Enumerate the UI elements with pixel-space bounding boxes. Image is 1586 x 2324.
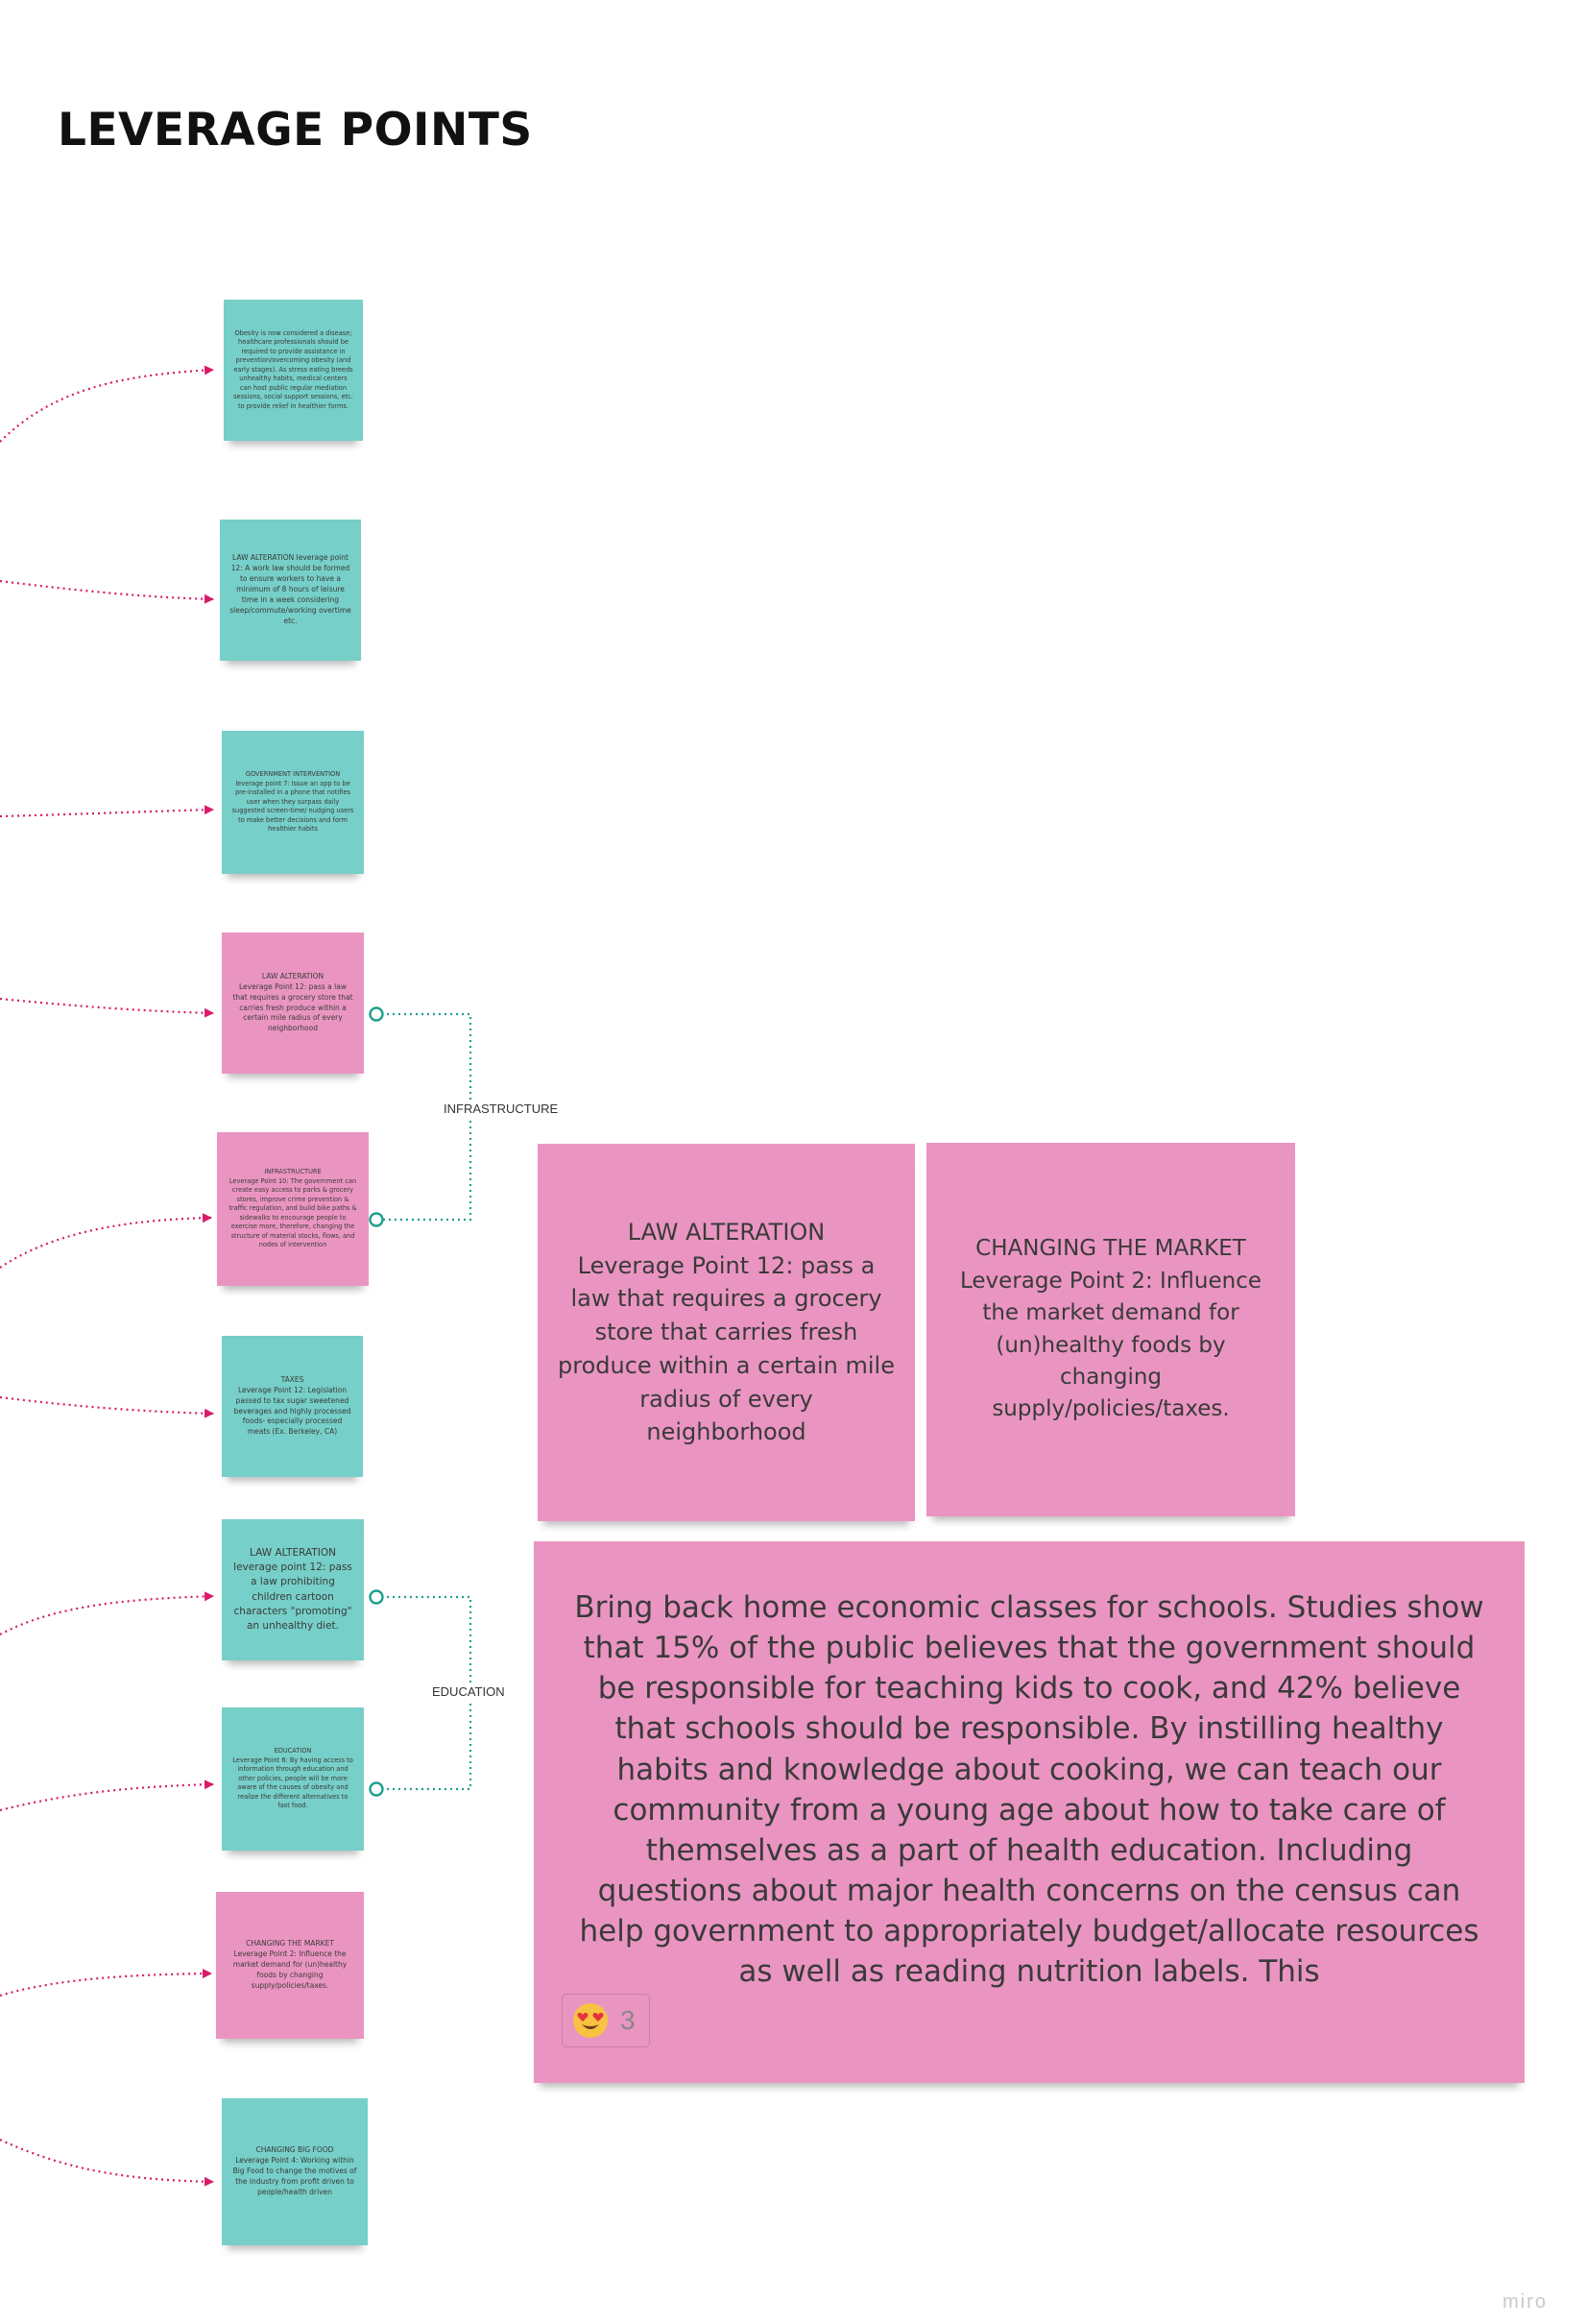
sticky-note-text: LAW ALTERATION leverage point 12: pass a… <box>233 1546 352 1632</box>
arrow-to-note-9 <box>0 1969 212 1997</box>
infrastructure-group-label: INFRASTRUCTURE <box>442 1100 561 1118</box>
sticky-note-work-law[interactable]: LAW ALTERATION leverage point 12: A work… <box>220 520 361 661</box>
sticky-note-text: CHANGING THE MARKET Leverage Point 2: In… <box>232 1939 348 1990</box>
sticky-note-text: Obesity is now considered a disease; hea… <box>233 328 353 410</box>
sticky-note-education[interactable]: EDUCATION Leverage Point 6: By having ac… <box>222 1707 364 1851</box>
incoming-arrows <box>0 365 214 2187</box>
sticky-note-text: INFRASTRUCTURE Leverage Point 10: The go… <box>228 1168 357 1249</box>
sticky-note-big-food[interactable]: CHANGING BIG FOOD Leverage Point 4: Work… <box>222 2098 368 2245</box>
sticky-note-text: GOVERNMENT INTERVENTION leverage point 7… <box>231 770 354 834</box>
page-title: LEVERAGE POINTS <box>58 104 533 157</box>
sticky-note-taxes[interactable]: TAXES Leverage Point 12: Legislation pas… <box>222 1336 363 1477</box>
arrow-to-note-8 <box>0 1779 214 1812</box>
arrow-to-note-6 <box>0 1395 214 1418</box>
large-note-law-alteration[interactable]: LAW ALTERATION Leverage Point 12: pass a… <box>538 1144 915 1521</box>
endpoint-circle <box>369 1589 384 1605</box>
arrow-to-note-7 <box>0 1591 214 1635</box>
sticky-note-text: LAW ALTERATION leverage point 12: A work… <box>229 553 351 625</box>
sticky-note-text: CHANGING BIG FOOD Leverage Point 4: Work… <box>232 2145 357 2196</box>
arrow-to-note-4 <box>0 997 214 1018</box>
sticky-note-changing-market[interactable]: CHANGING THE MARKET Leverage Point 2: In… <box>216 1892 364 2039</box>
endpoint-circle <box>369 1006 384 1022</box>
sticky-note-text: Bring back home economic classes for sch… <box>574 1590 1484 1990</box>
arrow-to-note-10 <box>0 2139 214 2187</box>
sticky-note-infrastructure[interactable]: INFRASTRUCTURE Leverage Point 10: The go… <box>217 1132 369 1286</box>
reaction-badge[interactable]: 3 <box>562 1994 650 2047</box>
sticky-note-healthcare[interactable]: Obesity is now considered a disease; hea… <box>224 300 363 441</box>
sticky-note-grocery-law[interactable]: LAW ALTERATION Leverage Point 12: pass a… <box>222 932 364 1074</box>
large-note-changing-market[interactable]: CHANGING THE MARKET Leverage Point 2: In… <box>926 1143 1295 1516</box>
heart-eyes-emoji-icon <box>572 2002 609 2039</box>
sticky-note-cartoon-law[interactable]: LAW ALTERATION leverage point 12: pass a… <box>222 1519 364 1660</box>
arrow-to-note-1 <box>0 365 214 443</box>
sticky-note-text: TAXES Leverage Point 12: Legislation pas… <box>233 1374 351 1437</box>
connector-endpoints <box>369 1006 384 1797</box>
sticky-note-text: LAW ALTERATION Leverage Point 12: pass a… <box>558 1218 895 1446</box>
arrow-to-note-3 <box>0 805 214 818</box>
sticky-note-government-intervention[interactable]: GOVERNMENT INTERVENTION leverage point 7… <box>222 731 364 874</box>
reaction-count: 3 <box>620 2005 636 2035</box>
endpoint-circle <box>369 1212 384 1227</box>
education-group-label: EDUCATION <box>430 1682 507 1701</box>
arrow-to-note-2 <box>0 579 214 604</box>
miro-logo: miro <box>1502 2291 1548 2312</box>
group-connectors <box>381 1012 472 1791</box>
endpoint-circle <box>369 1781 384 1797</box>
arrow-to-note-5 <box>0 1213 212 1269</box>
large-note-home-economics[interactable]: Bring back home economic classes for sch… <box>534 1541 1525 2083</box>
sticky-note-text: CHANGING THE MARKET Leverage Point 2: In… <box>960 1236 1262 1422</box>
sticky-note-text: LAW ALTERATION Leverage Point 12: pass a… <box>232 971 353 1033</box>
sticky-note-text: EDUCATION Leverage Point 6: By having ac… <box>232 1747 353 1810</box>
